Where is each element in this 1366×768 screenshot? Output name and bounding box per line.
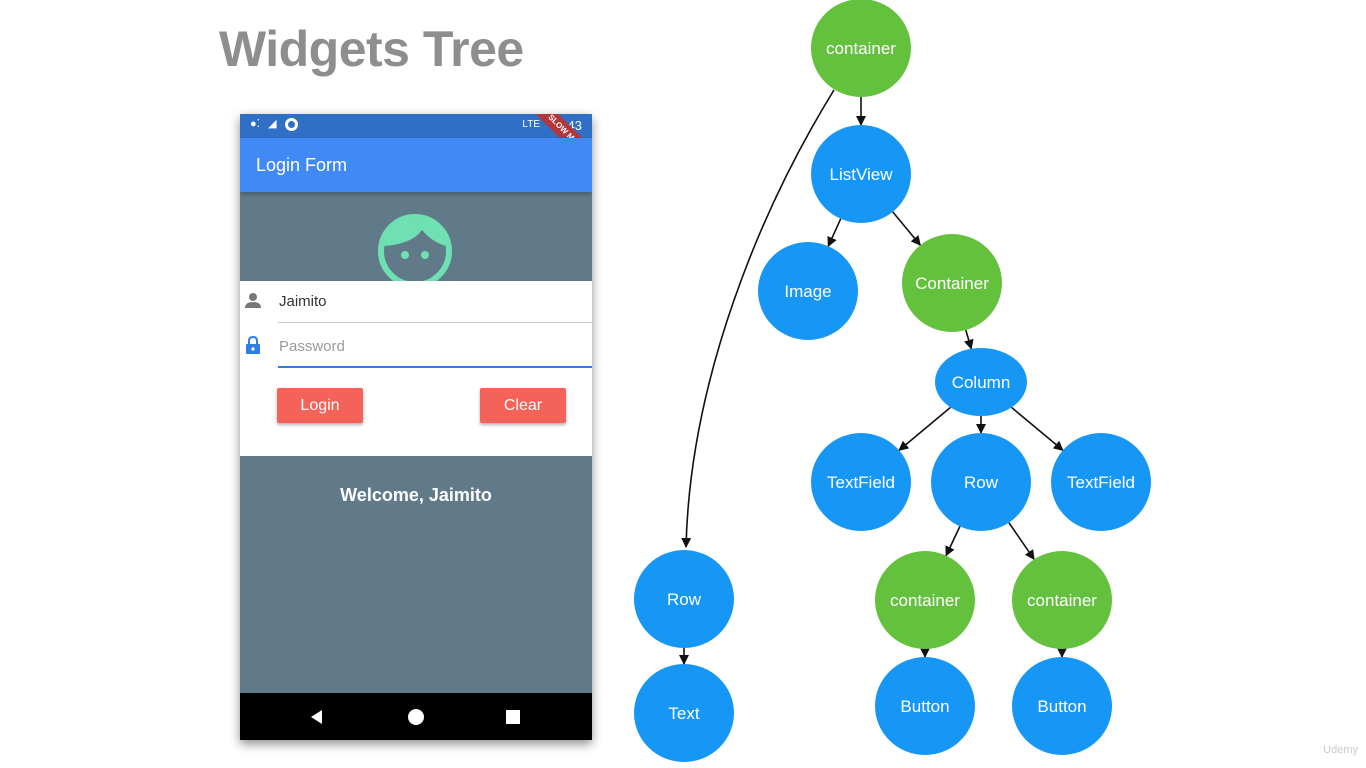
tree-node-label: ListView [830,165,894,184]
udemy-watermark: Udemy [1323,744,1358,756]
edge-row1-to-container4 [1008,522,1035,561]
tree-node-circle [1012,551,1112,649]
tree-node-label: TextField [1067,473,1135,492]
tree-node-circle [931,433,1031,531]
phone-screenshot: ●⁚ ◢ LTE 7:43 SLOW MODE Login Form Jaimi… [240,114,592,740]
login-form: Jaimito Password Login Clear [240,281,592,456]
tree-node-container3: container [875,551,975,649]
tree-node-text: Text [634,664,734,762]
tree-node-textfield2: TextField [1051,433,1151,531]
edge-column-to-textfield1 [898,406,952,451]
edge-column-to-textfield2 [1010,406,1064,451]
username-underline [278,322,592,323]
tree-node-column: Column [935,348,1027,416]
tree-node-button2: Button [1012,657,1112,755]
tree-node-root: container [811,0,911,97]
tree-node-label: Button [900,697,949,716]
back-icon[interactable] [307,707,327,727]
tree-node-circle [935,348,1027,416]
signal-icon: LTE [522,119,540,130]
tree-node-label: TextField [827,473,895,492]
recent-apps-icon[interactable] [503,707,523,727]
tree-node-label: Column [952,373,1011,392]
tree-node-circle [875,551,975,649]
tree-node-circle [634,550,734,648]
tree-node-label: Text [668,704,699,723]
edge-root-to-row2 [681,89,835,548]
tree-node-circle [811,125,911,223]
person-icon [245,293,261,308]
edge-row1-to-container3 [945,526,961,557]
tree-node-container2: Container [902,234,1002,332]
lock-icon [246,335,260,354]
app-bar: Login Form [240,138,592,192]
tree-node-label: container [1027,591,1097,610]
status-bar: ●⁚ ◢ LTE 7:43 SLOW MODE [240,114,592,179]
tree-node-label: Image [784,282,831,301]
wifi-icon: ◢ [268,118,277,130]
tree-node-image: Image [758,242,858,340]
tree-node-circle [1051,433,1151,531]
tree-node-label: Row [667,590,702,609]
edge-listview-to-image [827,218,842,248]
tree-node-circle [875,657,975,755]
slide-title: Widgets Tree [219,21,524,77]
tree-node-button1: Button [875,657,975,755]
tree-node-circle [902,234,1002,332]
clear-button[interactable]: Clear [480,388,566,423]
password-underline [278,366,592,368]
tree-node-circle [634,664,734,762]
tree-node-label: container [826,39,896,58]
edge-listview-to-container2 [892,211,921,246]
home-icon[interactable] [406,707,426,727]
tree-node-container4: container [1012,551,1112,649]
app-title: Login Form [256,155,348,175]
tree-node-circle [1012,657,1112,755]
tree-node-label: Row [964,473,999,492]
tree-node-textfield1: TextField [811,433,911,531]
password-field[interactable]: Password [279,338,345,355]
login-button[interactable]: Login [277,388,363,423]
username-field[interactable]: Jaimito [279,293,327,310]
system-nav-bar [240,693,592,740]
tree-node-circle [811,433,911,531]
tree-node-row1: Row [931,433,1031,531]
notification-icon: ●⁚ [250,118,261,130]
tree-node-circle [811,0,911,97]
tree-node-listview: ListView [811,125,911,223]
tree-node-row2: Row [634,550,734,648]
sync-icon [284,118,298,131]
edge-container2-to-column [963,329,974,350]
tree-node-circle [758,242,858,340]
welcome-text: Welcome, Jaimito [340,485,492,505]
tree-node-label: Container [915,274,989,293]
tree-node-label: Button [1037,697,1086,716]
tree-node-label: container [890,591,960,610]
